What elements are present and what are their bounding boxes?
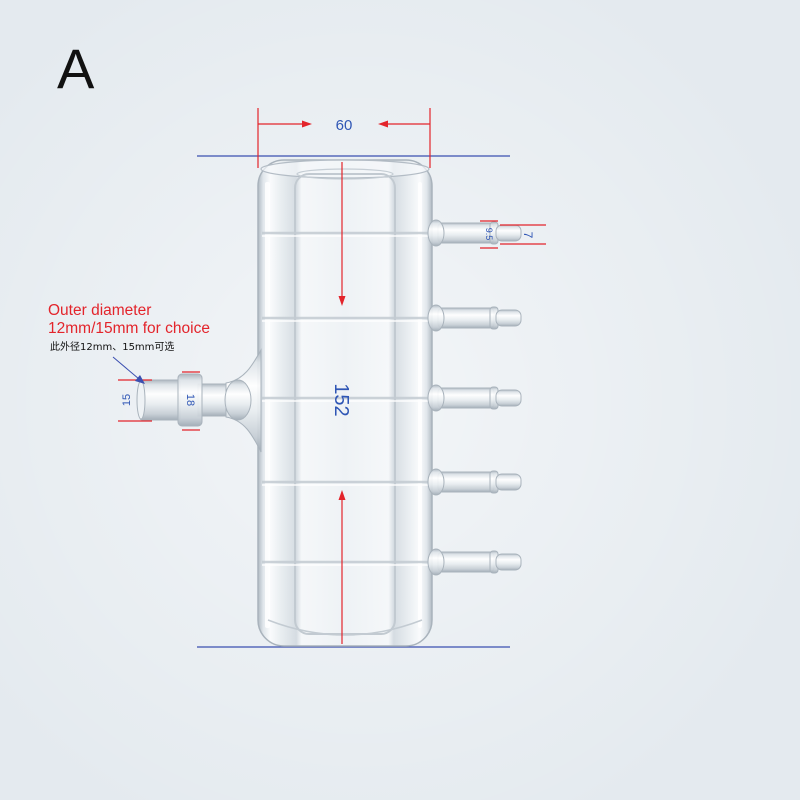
inner-tube: [294, 173, 396, 635]
bottom-curve: [267, 619, 423, 636]
side-tube-tip: [495, 389, 522, 407]
inlet-bulb: [224, 379, 252, 421]
inlet-sleeve-value: 18: [184, 394, 196, 406]
side-tube-joint: [427, 468, 445, 496]
side-tube: [427, 384, 522, 412]
diameter-note: Outer diameter 12mm/15mm for choice 此外径1…: [48, 302, 210, 384]
side-tube-tip: [495, 473, 522, 491]
width-arrow-left-head: [302, 120, 312, 128]
side-tube-tip: [495, 224, 522, 242]
outlet-outer-value: 9.5: [484, 228, 494, 241]
inlet-opening: [136, 380, 146, 420]
height-arrow-top-head: [338, 296, 346, 306]
height-dimension: 152: [330, 162, 352, 644]
note-options: 12mm/15mm for choice: [48, 320, 210, 337]
note-leader-line: [112, 356, 140, 380]
side-tube: [427, 304, 522, 332]
height-arrow-bottom-head: [338, 490, 346, 500]
side-tube-stem: [437, 307, 495, 329]
side-tube: [427, 468, 522, 496]
side-tube-joint: [427, 304, 445, 332]
inlet-dimension: 15 18: [118, 371, 200, 431]
width-dimension: 60: [257, 108, 431, 168]
note-options-cn: 此外径12mm、15mm可选: [50, 340, 174, 353]
side-tube: [427, 219, 522, 247]
inlet-sleeve: [177, 373, 203, 427]
side-tube-stem: [437, 471, 495, 493]
side-tube-tip: [495, 309, 522, 327]
side-tube-stem: [437, 387, 495, 409]
side-tube: [427, 548, 522, 576]
side-tube-joint: [427, 384, 445, 412]
left-highlight: [265, 182, 270, 628]
width-value: 60: [336, 117, 353, 134]
inlet-tube: [136, 348, 262, 453]
width-arrow-right-head: [378, 120, 388, 128]
panel-label: A: [57, 37, 95, 100]
outlet-tip-value: 7: [521, 232, 535, 239]
height-value: 152: [330, 383, 352, 416]
side-tube-tip: [495, 553, 522, 571]
side-tube-joint: [427, 219, 445, 247]
right-highlight: [418, 182, 422, 628]
inner-tube-opening: [296, 168, 394, 180]
inlet-end-tube: [139, 379, 181, 421]
glass-manifold: [257, 159, 433, 647]
side-tube-joint: [427, 548, 445, 576]
outlet-dimension: 9.5 7: [480, 220, 546, 249]
side-tube-stem: [437, 551, 495, 573]
note-title: Outer diameter: [48, 302, 151, 319]
inlet-end-value: 15: [121, 394, 133, 406]
note-leader-arrow: [135, 375, 145, 384]
